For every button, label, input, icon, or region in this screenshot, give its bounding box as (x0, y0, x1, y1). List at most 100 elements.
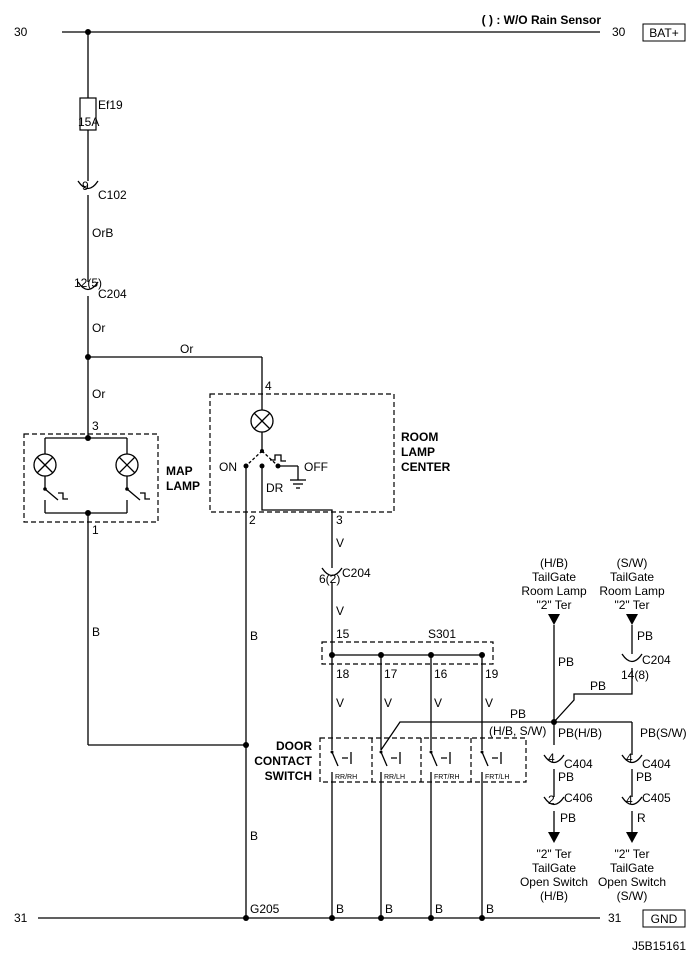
door-switch-frt-rh: FRT/RH (434, 774, 460, 781)
room-lamp-pin-2: 2 (249, 513, 256, 527)
wire-b-gnd-label: B (250, 629, 258, 643)
wire-v-2: V (336, 604, 344, 618)
wire-b-4: B (486, 902, 494, 916)
room-switch-arm (261, 450, 278, 466)
c404-sw-label: C404 (642, 757, 671, 771)
c404-hb-pin: 4 (548, 751, 555, 765)
tg-room-sw-l1: (S/W) (617, 556, 648, 570)
c404-hb-label: C404 (564, 757, 593, 771)
bat-plus-tag-box (642, 23, 686, 42)
switch-icon (377, 750, 401, 772)
map-lamp-pin-bot: 1 (92, 523, 99, 537)
wire-v-18: V (336, 696, 344, 710)
c204-mid-pin: 6(2) (319, 572, 340, 586)
tg-open-hb-l2: TailGate (532, 861, 576, 875)
rail-top-left-number: 30 (14, 25, 28, 39)
switch-icon (328, 750, 352, 772)
room-lamp-pin-4: 4 (265, 379, 272, 393)
wire-dr-to-c204 (261, 466, 333, 568)
down-arrow-icon (626, 614, 638, 625)
door-switch-rr-lh: RR/LH (384, 774, 405, 781)
tg-room-hb-l3: Room Lamp (521, 584, 587, 598)
tg-open-sw-l1: "2" Ter (615, 847, 650, 861)
wire-pb-sw-mid-label: PB (636, 770, 652, 784)
wire-b-1: B (336, 902, 344, 916)
tg-room-sw-l4: "2" Ter (615, 598, 650, 612)
connector-c404-sw-symbol (621, 754, 643, 764)
wire-dr-label: DR (266, 481, 284, 495)
connector-c102-symbol (77, 180, 99, 190)
wire-b-map-label: B (92, 625, 100, 639)
door-switch-label-2: CONTACT (254, 754, 312, 768)
wire-b-3: B (435, 902, 443, 916)
wire-pb-sw-label: PB(S/W) (640, 726, 687, 740)
down-arrow-icon (548, 614, 560, 625)
door-switch-label-3: SWITCH (265, 769, 312, 783)
splice-pin-16: 16 (434, 667, 448, 681)
switch-icon (43, 487, 68, 501)
wire-b-bot-label: B (250, 829, 258, 843)
wire-v-1: V (336, 536, 344, 550)
map-lamp-pin-top: 3 (92, 419, 99, 433)
wire-pb-branch-label: PB (590, 679, 606, 693)
wire-v-16: V (434, 696, 442, 710)
c204-top-pin: 12(5) (74, 276, 102, 290)
wire-v-17: V (384, 696, 392, 710)
tg-room-hb-l2: TailGate (532, 570, 576, 584)
tg-open-hb-l3: Open Switch (520, 875, 588, 889)
c406-label: C406 (564, 791, 593, 805)
door-switch-rr-rh: RR/RH (335, 774, 357, 781)
lamp-bulb-icon (33, 453, 57, 477)
down-arrow-icon (626, 832, 638, 843)
splice-pin-18: 18 (336, 667, 350, 681)
ground-icon (290, 479, 306, 489)
junction-dot (378, 915, 384, 921)
tg-open-sw-l2: TailGate (610, 861, 654, 875)
ground-g205: G205 (250, 902, 280, 916)
wire-or-1: Or (92, 321, 105, 335)
splice-name: S301 (428, 627, 456, 641)
wire-pb-hb-bot-label: PB (560, 811, 576, 825)
gnd-tag-box (642, 909, 686, 928)
junction-dot (85, 29, 91, 35)
connector-c204-mid-symbol (321, 567, 343, 577)
room-lamp-on-label: ON (219, 460, 237, 474)
tg-room-sw-l3: Room Lamp (599, 584, 665, 598)
rail-bottom-left-number: 31 (14, 911, 28, 925)
door-switch-label-1: DOOR (276, 739, 312, 753)
lamp-bulb-icon (250, 409, 274, 433)
down-arrow-icon (548, 832, 560, 843)
c406-pin: 2 (548, 793, 555, 807)
fuse-name: Ef19 (98, 98, 123, 112)
room-lamp-label-2: LAMP (401, 445, 435, 459)
wire-r-sw-label: R (637, 811, 646, 825)
wire-v-19: V (485, 696, 493, 710)
wire-pb-note: (H/B, S/W) (489, 724, 546, 738)
wire-pb-branch (553, 668, 633, 723)
map-lamp-label-2: LAMP (166, 479, 200, 493)
connector-c404-hb-symbol (543, 754, 565, 764)
c204-mid-label: C204 (342, 566, 371, 580)
room-lamp-off-label: OFF (304, 460, 328, 474)
c405-pin: 4 (626, 793, 633, 807)
splice-pin-19: 19 (485, 667, 499, 681)
wire-or-2: Or (92, 387, 105, 401)
c204-top-label: C204 (98, 287, 127, 301)
tg-room-hb-l4: "2" Ter (537, 598, 572, 612)
tg-open-hb-l1: "2" Ter (537, 847, 572, 861)
map-lamp-label-1: MAP (166, 464, 193, 478)
c204-right-pin: 14(8) (621, 668, 649, 682)
wire-or-3: Or (180, 342, 193, 356)
wire-pb-hb-label: PB(H/B) (558, 726, 602, 740)
room-switch-arm (246, 450, 263, 466)
rail-bottom-right-number: 31 (608, 911, 622, 925)
connector-c406-symbol (543, 796, 565, 806)
tg-open-hb-l4: (H/B) (540, 889, 568, 903)
splice-pin-15: 15 (336, 627, 350, 641)
splice-s301-box (321, 641, 494, 665)
rain-sensor-note: ( ) : W/O Rain Sensor (482, 13, 602, 27)
c102-pin: 9 (82, 179, 89, 193)
wire-pb-hb-mid-label: PB (558, 770, 574, 784)
connector-c204-right-symbol (621, 653, 643, 663)
